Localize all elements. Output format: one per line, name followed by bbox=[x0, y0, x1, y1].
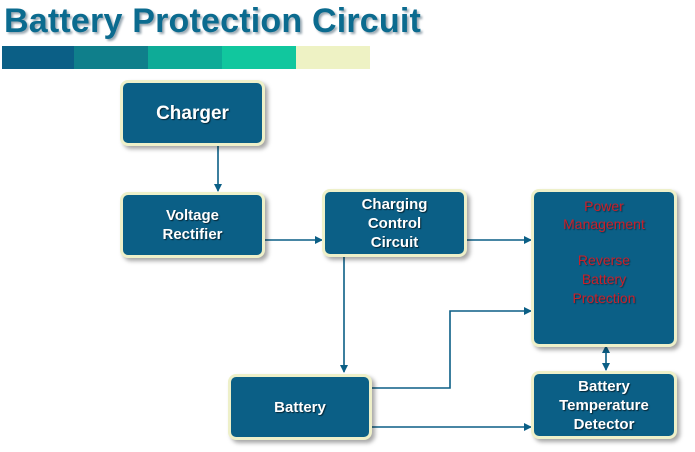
voltage-rectifier-block: Voltage Rectifier bbox=[120, 192, 265, 258]
arrow-battery-to-power-management bbox=[370, 307, 532, 389]
charging-control-block: Charging Control Circuit bbox=[322, 189, 467, 257]
charger-label: Charger bbox=[156, 102, 229, 124]
battery-label: Battery bbox=[274, 398, 326, 416]
battery-block: Battery bbox=[228, 374, 372, 440]
page-title: Battery Protection Circuit bbox=[4, 2, 422, 40]
decorative-color-bar bbox=[2, 46, 370, 69]
power-management-block: Power Management Reverse Battery Protect… bbox=[531, 189, 677, 347]
color-bar-segment bbox=[2, 46, 74, 69]
reverse-battery-protection-label: Reverse Battery Protection bbox=[572, 252, 636, 306]
color-bar-segment bbox=[296, 46, 370, 69]
power-management-label: Power Management bbox=[563, 198, 645, 232]
color-bar-segment bbox=[222, 46, 296, 69]
charging-control-label: Charging Control Circuit bbox=[361, 195, 428, 251]
color-bar-segment bbox=[148, 46, 222, 69]
color-bar-segment bbox=[74, 46, 148, 69]
temperature-detector-block: Battery Temperature Detector bbox=[531, 371, 677, 439]
charger-block: Charger bbox=[120, 80, 265, 146]
voltage-rectifier-label: Voltage Rectifier bbox=[162, 207, 223, 243]
temperature-detector-label: Battery Temperature Detector bbox=[559, 377, 649, 433]
